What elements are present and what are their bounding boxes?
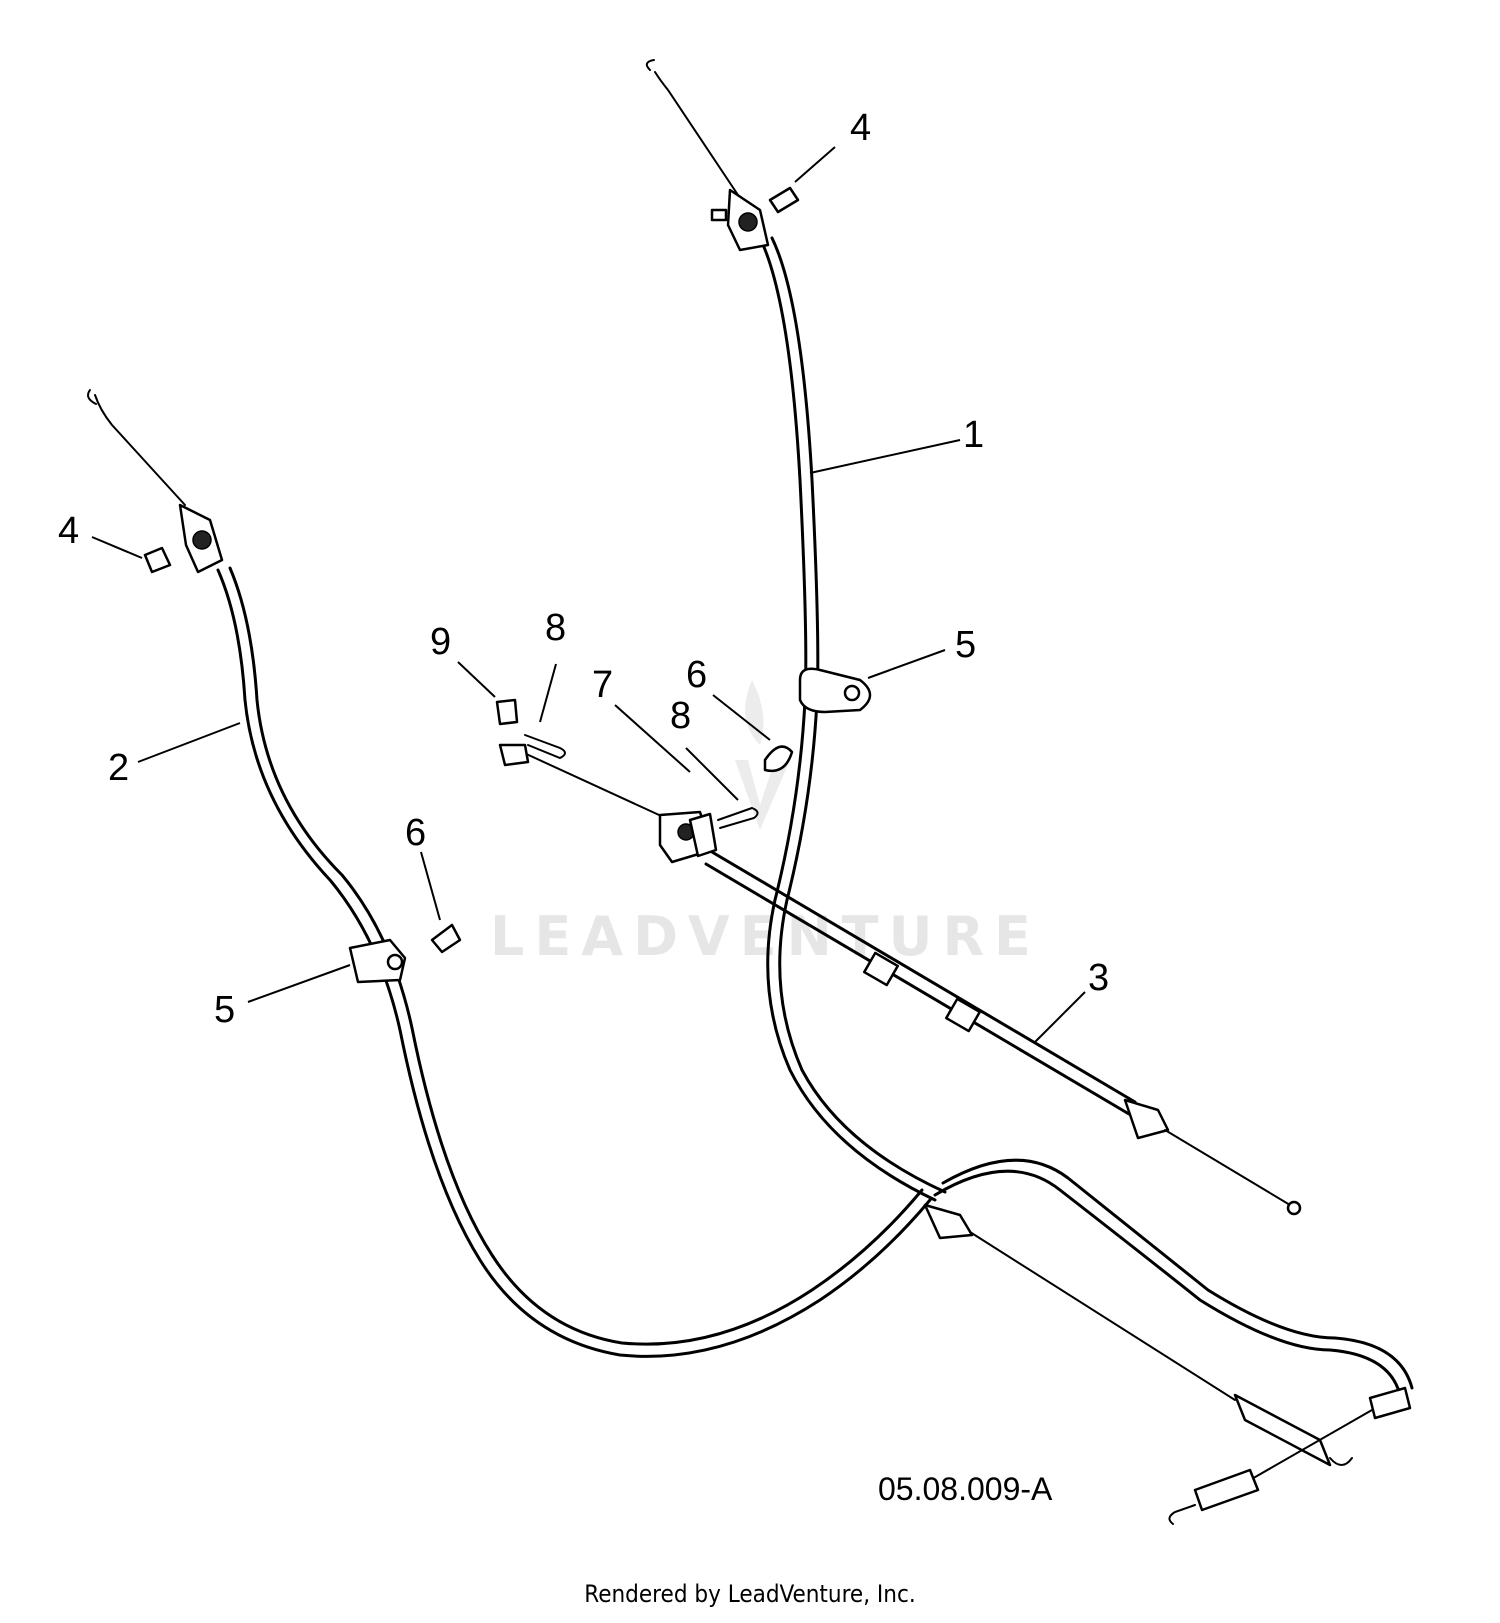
callout-5-left: 5 xyxy=(214,989,235,1031)
callout-8-left: 8 xyxy=(545,607,566,649)
clip-icon xyxy=(717,806,759,829)
bolt-icon xyxy=(768,186,800,214)
callout-6-right: 6 xyxy=(686,654,707,696)
callout-6-left: 6 xyxy=(405,812,426,854)
leadventure-watermark: LEADVENTURE xyxy=(490,680,1041,968)
screw-icon xyxy=(763,745,794,773)
leader-lines xyxy=(91,146,1086,1043)
watermark-text: LEADVENTURE xyxy=(490,905,1041,968)
callout-7: 7 xyxy=(592,664,613,706)
pin-icon xyxy=(688,812,718,858)
callout-9: 9 xyxy=(430,621,451,663)
callout-3: 3 xyxy=(1088,957,1109,999)
callouts: 1 2 3 4 4 5 5 6 6 7 8 8 9 xyxy=(58,107,1109,1031)
callout-1: 1 xyxy=(963,414,984,456)
cable-3 xyxy=(498,743,1302,1216)
screw-icon xyxy=(430,923,462,954)
callout-2: 2 xyxy=(108,747,129,789)
callout-4-left: 4 xyxy=(58,510,79,552)
rendered-by-credit: Rendered by LeadVenture, Inc. xyxy=(584,1580,916,1608)
clamp-icon xyxy=(348,938,407,984)
cable-lower xyxy=(923,1158,1414,1525)
cable-2 xyxy=(87,389,932,1358)
callout-5-right: 5 xyxy=(955,624,976,666)
callout-8-right: 8 xyxy=(670,695,691,737)
hardware-parts xyxy=(143,186,872,984)
bolt-icon xyxy=(143,546,172,574)
cable-1 xyxy=(645,59,947,1202)
clip-icon xyxy=(524,734,566,760)
callout-4-top: 4 xyxy=(850,107,871,149)
clevis-pin-icon xyxy=(495,698,519,726)
diagram-code: 05.08.009-A xyxy=(878,1471,1053,1507)
